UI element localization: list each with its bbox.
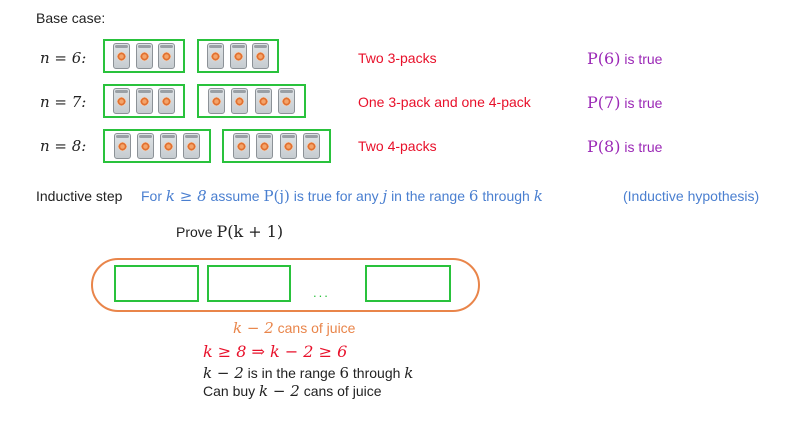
n-label-8: n = 8: bbox=[40, 137, 87, 155]
inductive-step-label: Inductive step bbox=[36, 188, 123, 204]
text-through: through bbox=[482, 188, 530, 204]
six-num: 6 bbox=[468, 187, 479, 205]
cans-text: cans of juice bbox=[277, 320, 356, 336]
text-true-range: is true for any bbox=[293, 188, 379, 204]
juice-can-icon bbox=[160, 133, 177, 159]
juice-can-icon bbox=[254, 88, 272, 114]
buy-line: Can buy k − 2 cans of juice bbox=[203, 382, 382, 400]
inductive-hypothesis-label: (Inductive hypothesis) bbox=[623, 188, 760, 204]
juice-can-icon bbox=[302, 133, 320, 159]
juice-can-icon bbox=[157, 88, 175, 114]
three-pack bbox=[197, 39, 279, 73]
juice-can-icon bbox=[113, 88, 131, 114]
text-in-range: in the range bbox=[391, 188, 466, 204]
buy-text2: cans of juice bbox=[303, 383, 382, 399]
juice-can-icon bbox=[157, 43, 175, 69]
pack-box bbox=[365, 265, 451, 302]
range-six: 6 bbox=[339, 364, 350, 382]
p-expr: P(6) bbox=[587, 49, 621, 68]
p-text: is true bbox=[624, 95, 663, 111]
cans-capsule bbox=[91, 258, 480, 312]
row-result: P(8) is true bbox=[587, 137, 662, 156]
text-assume: assume bbox=[210, 188, 260, 204]
juice-can-icon bbox=[251, 43, 269, 69]
n-label-6: n = 6: bbox=[40, 49, 87, 67]
ellipsis: ... bbox=[313, 285, 330, 300]
row-result: P(6) is true bbox=[587, 49, 662, 68]
p-text: is true bbox=[624, 51, 663, 67]
buy-text1: Can buy bbox=[203, 383, 256, 399]
juice-can-icon bbox=[135, 88, 153, 114]
k-var: k bbox=[533, 187, 543, 205]
p-expr: P(7) bbox=[587, 93, 621, 112]
range-k: k bbox=[404, 364, 414, 382]
row-description: One 3-pack and one 4-pack bbox=[358, 94, 531, 110]
implication: k ≥ 8 ⇒ k − 2 ≥ 6 bbox=[203, 342, 348, 361]
cans-expr: k − 2 bbox=[233, 319, 274, 337]
range-expr: k − 2 bbox=[203, 364, 244, 382]
j-var: j bbox=[382, 187, 388, 205]
inductive-statement: For k ≥ 8 assume P(j) is true for any j … bbox=[141, 187, 543, 205]
p-expr: P(8) bbox=[587, 137, 621, 156]
range-text: is in the range bbox=[247, 365, 336, 381]
juice-can-icon bbox=[231, 88, 249, 114]
juice-can-icon bbox=[279, 133, 297, 159]
juice-can-icon bbox=[113, 43, 131, 69]
four-pack bbox=[222, 129, 331, 163]
p-text: is true bbox=[624, 139, 663, 155]
cond-expr: k ≥ 8 bbox=[165, 187, 207, 205]
three-pack bbox=[103, 84, 185, 118]
juice-can-icon bbox=[277, 88, 295, 114]
juice-can-icon bbox=[229, 43, 247, 69]
juice-can-icon bbox=[114, 133, 131, 159]
cans-label: k − 2 cans of juice bbox=[233, 319, 355, 337]
juice-can-icon bbox=[233, 133, 251, 159]
prove-expr: P(k + 1) bbox=[216, 222, 284, 241]
juice-can-icon bbox=[183, 133, 200, 159]
pj-expr: P(j) bbox=[263, 187, 290, 205]
juice-can-icon bbox=[208, 88, 226, 114]
three-pack bbox=[103, 39, 185, 73]
pack-box bbox=[207, 265, 291, 302]
row-result: P(7) is true bbox=[587, 93, 662, 112]
juice-can-icon bbox=[256, 133, 274, 159]
row-description: Two 4-packs bbox=[358, 138, 437, 154]
juice-can-icon bbox=[207, 43, 225, 69]
four-pack bbox=[103, 129, 211, 163]
pack-box bbox=[114, 265, 199, 302]
range-through: through bbox=[352, 365, 401, 381]
prove-line: Prove P(k + 1) bbox=[176, 222, 283, 241]
prove-label: Prove bbox=[176, 224, 213, 240]
range-line: k − 2 is in the range 6 through k bbox=[203, 364, 413, 382]
row-description: Two 3-packs bbox=[358, 50, 437, 66]
buy-expr: k − 2 bbox=[259, 382, 300, 400]
juice-can-icon bbox=[137, 133, 154, 159]
n-label-7: n = 7: bbox=[40, 93, 87, 111]
text-for: For bbox=[141, 188, 162, 204]
base-case-label: Base case: bbox=[36, 10, 106, 26]
four-pack bbox=[197, 84, 306, 118]
juice-can-icon bbox=[135, 43, 153, 69]
